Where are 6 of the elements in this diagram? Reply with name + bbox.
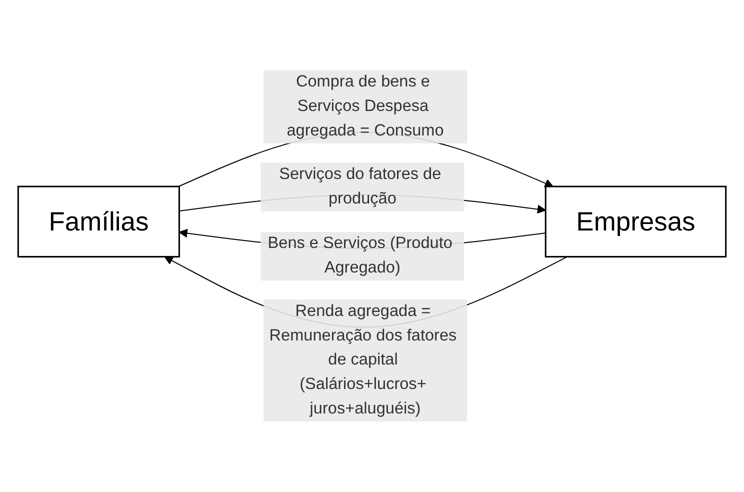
node-box: Empresas [544,186,727,258]
edge-label: Serviços do fatores de produção [279,166,442,208]
edge-label: Compra de bens e Serviços Despesa agregada = Consumo [286,73,444,140]
edge-label: Renda agregada = Remuneração dos fatores de capital (Salários+lucros+ juros+aluguéis) [269,302,457,418]
edge-label: Bens e Serviços (Produto Agregado) [268,234,452,277]
node-box: Famílias [17,186,180,258]
